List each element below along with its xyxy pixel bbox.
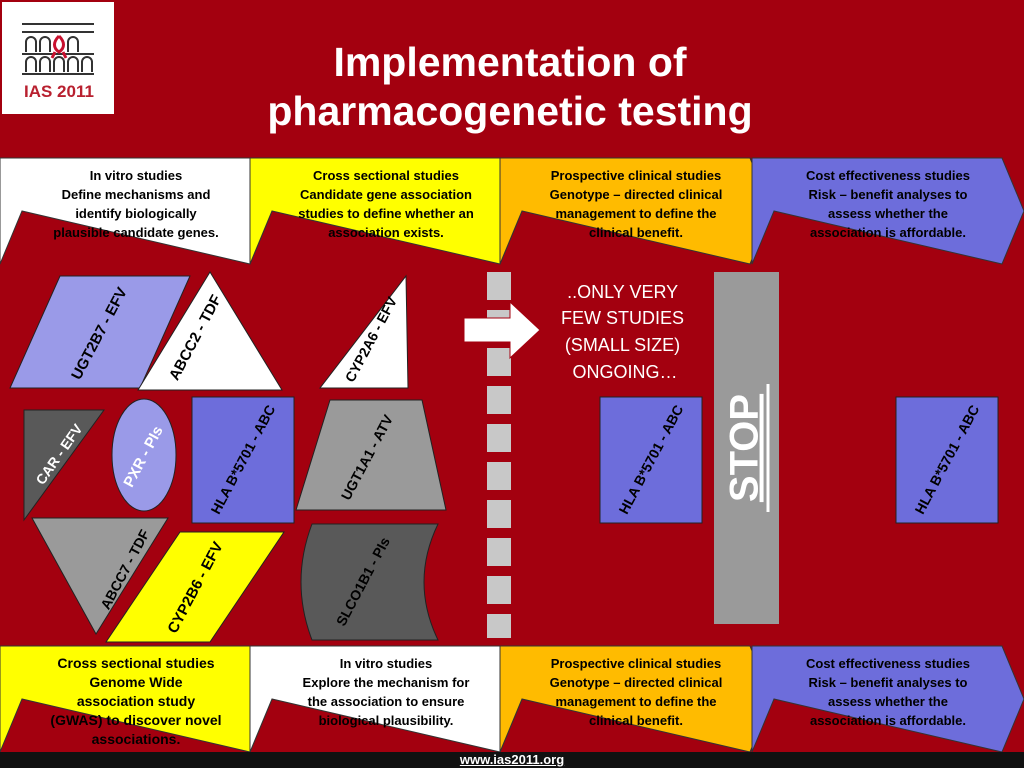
title-line-2: pharmacogenetic testing [267, 88, 753, 134]
shape-ugt2b7: UGT2B7 - EFV [9, 275, 191, 389]
note-line: ONGOING… [572, 362, 677, 382]
top-arrow-text-line: Cross sectional studies [313, 168, 459, 183]
title-line-1: Implementation of [333, 39, 687, 85]
top-arrow-text-line: management to define the [555, 206, 716, 221]
bottom-arrow-text-line: associations. [92, 731, 181, 747]
shape-hla-left: HLA B*5701 - ABC [191, 396, 295, 524]
top-arrow-text-line: association is affordable. [810, 225, 966, 240]
footer-bar: www.ias2011.org [0, 752, 1024, 768]
top-arrow-text-line: Cost effectiveness studies [806, 168, 970, 183]
note-text: ..ONLY VERY FEW STUDIES (SMALL SIZE) ONG… [561, 282, 689, 382]
top-arrow-text-line: assess whether the [828, 206, 948, 221]
shape-cyp2b6: CYP2B6 - EFV [105, 531, 285, 643]
bottom-arrow-text-line: the association to ensure [308, 694, 465, 709]
shape-ugt1a1: UGT1A1 - ATV [295, 399, 447, 511]
ribbon-icon [50, 34, 68, 59]
bottom-arrow-text-line: biological plausibility. [319, 713, 454, 728]
bottom-arrow-text-line: (GWAS) to discover novel [50, 712, 221, 728]
top-arrow-text-line: association exists. [328, 225, 444, 240]
ias-logo: IAS 2011 [2, 2, 114, 114]
top-arrow-text-line: In vitro studies [90, 168, 182, 183]
top-arrow-text-line: identify biologically [75, 206, 197, 221]
bottom-arrow-text-line: management to define the [555, 694, 716, 709]
colosseum-icon [22, 23, 94, 75]
top-arrow-shape [499, 157, 773, 265]
bottom-arrow-text-line: Cross sectional studies [57, 655, 214, 671]
stop-bar: STOP [714, 272, 779, 624]
shape-hla-right: HLA B*5701 - ABC [895, 396, 999, 524]
stop-label: STOP [723, 394, 767, 502]
logo-text: IAS 2011 [24, 82, 94, 101]
top-arrow-text-line: Define mechanisms and [62, 187, 211, 202]
top-arrow-shape [751, 157, 1024, 265]
top-arrow-text-line: Genotype – directed clinical [550, 187, 723, 202]
shape-car: CAR - EFV [23, 409, 105, 522]
top-arrow-text-line: clinical benefit. [589, 225, 683, 240]
slide-title: Implementation of pharmacogenetic testin… [200, 38, 820, 136]
bottom-arrow-text-line: Explore the mechanism for [303, 675, 470, 690]
top-arrow-text-line: Prospective clinical studies [551, 168, 722, 183]
bottom-arrow-text-line: assess whether the [828, 694, 948, 709]
shape-cyp2a6: CYP2A6 - EFV [318, 274, 409, 389]
top-arrow-text-line: plausible candidate genes. [53, 225, 218, 240]
footer-url-link[interactable]: www.ias2011.org [459, 752, 565, 767]
shape-abcc2: ABCC2 - TDF [137, 271, 283, 391]
top-arrow-text-line: Candidate gene association [300, 187, 472, 202]
bottom-arrow-text-line: clinical benefit. [589, 713, 683, 728]
bottom-arrow-text-line: Risk – benefit analyses to [809, 675, 968, 690]
top-arrow-text-line: Risk – benefit analyses to [809, 187, 968, 202]
note-line: FEW STUDIES [561, 308, 684, 328]
bottom-arrow-text-line: In vitro studies [340, 656, 432, 671]
bottom-arrow-text-line: Cost effectiveness studies [806, 656, 970, 671]
note-line: ..ONLY VERY [567, 282, 678, 302]
top-arrow-text-line: studies to define whether an [298, 206, 474, 221]
shape-hla-mid: HLA B*5701 - ABC [599, 396, 703, 524]
note-line: (SMALL SIZE) [565, 335, 680, 355]
shape-pxr: PXR - PIs [111, 398, 177, 512]
bottom-arrow-text-line: Prospective clinical studies [551, 656, 722, 671]
right-arrow-icon [463, 300, 541, 360]
bottom-arrow-text-line: association study [77, 693, 195, 709]
bottom-arrow-text-line: Genome Wide [89, 674, 182, 690]
bottom-arrow-text-line: association is affordable. [810, 713, 966, 728]
shape-slco1b1: SLCO1B1 - PIs [300, 523, 439, 641]
bottom-arrow-text-line: Genotype – directed clinical [550, 675, 723, 690]
